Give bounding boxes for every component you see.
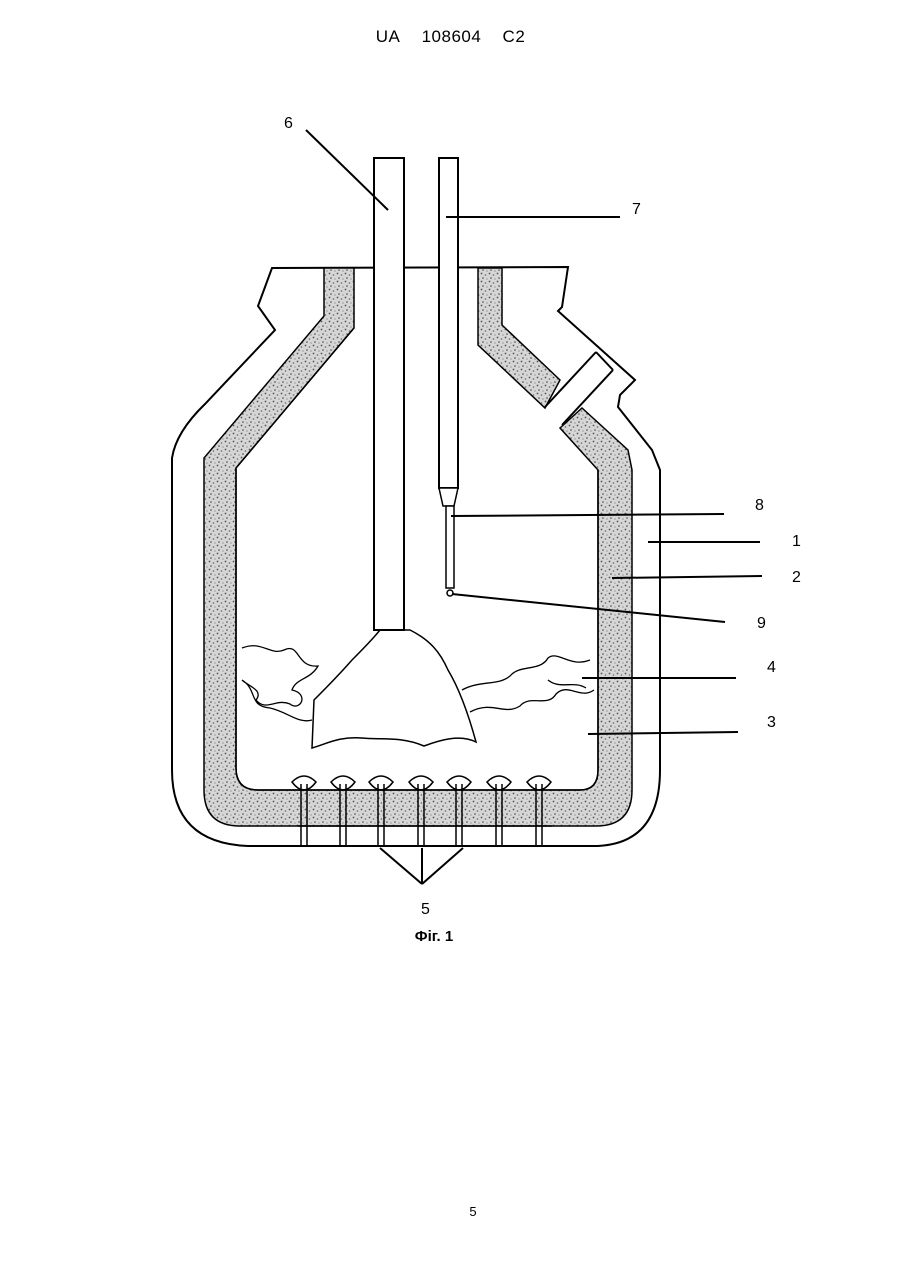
label-5: 5 (421, 901, 430, 918)
label-2: 2 (792, 569, 801, 586)
label-1: 1 (792, 533, 801, 550)
label-3: 3 (767, 714, 776, 731)
figure-caption: Фіг. 1 (0, 928, 868, 945)
label-8: 8 (755, 497, 764, 514)
arc-zone (312, 630, 476, 748)
electrode (374, 158, 404, 630)
sensor-tip (447, 590, 453, 596)
label-9: 9 (757, 615, 766, 632)
probe (446, 506, 454, 588)
lance (439, 158, 458, 488)
outer-shell (172, 267, 660, 846)
label-4: 4 (767, 659, 776, 676)
slag-layer (242, 646, 318, 721)
label-6: 6 (284, 115, 293, 132)
page-number: 5 (0, 1204, 901, 1219)
label-7: 7 (632, 201, 641, 218)
